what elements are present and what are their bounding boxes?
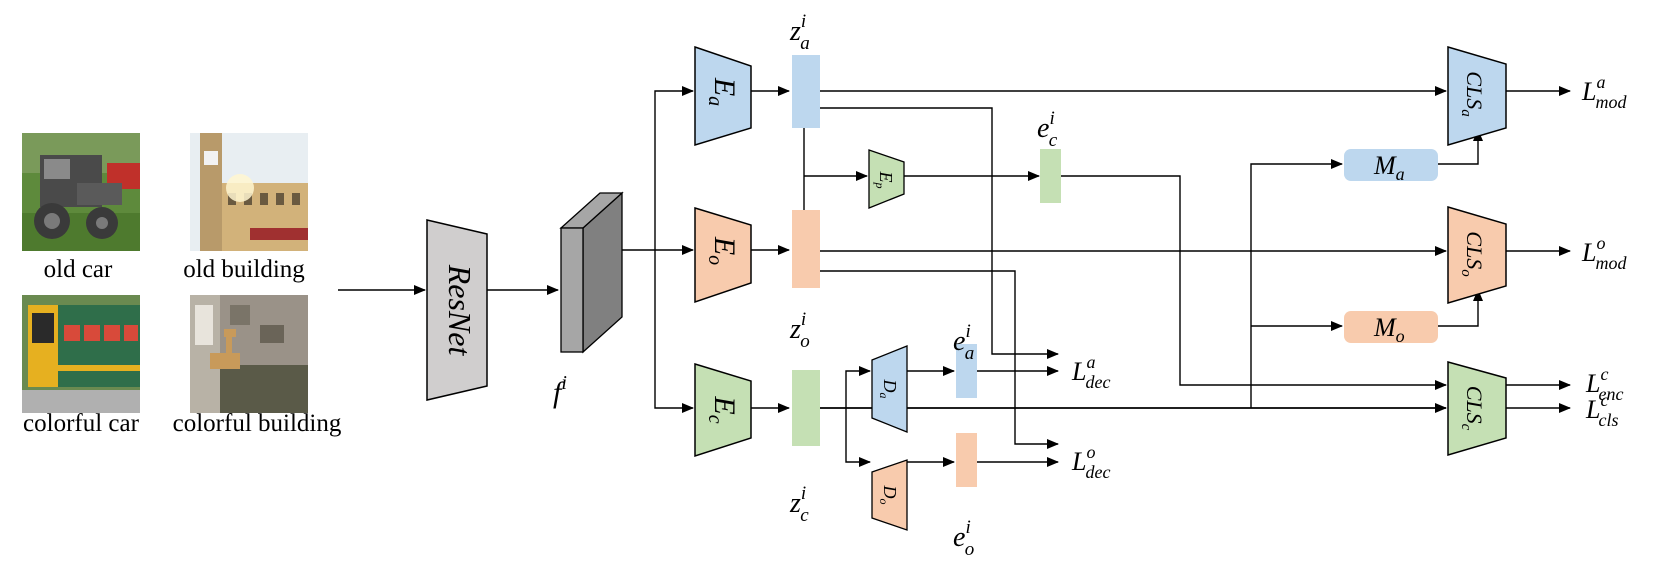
arrow-za-ldeca <box>820 107 1059 359</box>
embedding-zc <box>792 370 820 446</box>
encoder-ep <box>868 149 905 209</box>
encoder-eo <box>694 206 752 304</box>
classifier-clsa <box>1447 45 1507 147</box>
arrow-feature-ec <box>654 250 694 413</box>
arrow-zo-ldeco <box>820 270 1059 449</box>
arrow-ma-clsa <box>1438 129 1483 165</box>
decoder-da <box>871 345 908 433</box>
resnet-block <box>426 219 488 401</box>
old-building-caption: old building <box>183 256 305 283</box>
memory-mo-label: Mo <box>1373 313 1405 346</box>
encoder-ep-label: Ep <box>873 171 896 189</box>
classifier-clsc-label: CLSc <box>1458 386 1487 431</box>
resnet-label: ResNet <box>442 264 478 357</box>
memory-ma-label: Ma <box>1373 151 1405 184</box>
embedding-ec <box>1040 149 1061 203</box>
old-car-caption: old car <box>43 256 113 283</box>
encoder-ea <box>694 45 752 147</box>
arrow-ec-clsc <box>1061 175 1447 390</box>
encoder-ec-label: Ec <box>704 395 741 423</box>
encoder-ec <box>694 362 752 458</box>
embedding-ea <box>956 344 977 398</box>
arrow-zc-do <box>845 408 871 467</box>
embedding-eo <box>956 433 977 487</box>
arrow-feature-ea <box>654 86 694 250</box>
encoder-ea-label: Ea <box>704 77 741 106</box>
old-car-image <box>22 133 140 251</box>
colorful-building-image <box>190 295 308 413</box>
decoder-do-label: Do <box>877 485 900 505</box>
decoder-da-label: Da <box>877 379 900 399</box>
classifier-clsa-label: CLSa <box>1458 71 1487 116</box>
feature-label: fi <box>553 372 567 409</box>
classifier-clso <box>1447 205 1507 305</box>
colorful-building-caption: colorful building <box>172 410 342 437</box>
embedding-za <box>792 55 820 128</box>
classifier-clso-label: CLSo <box>1458 231 1487 277</box>
decoder-do <box>871 459 908 531</box>
encoder-eo-label: Eo <box>704 236 741 265</box>
colorful-car-caption: colorful car <box>23 410 139 437</box>
feature-cube-front <box>560 227 584 353</box>
arrow-zc-ma <box>1250 159 1343 408</box>
arrow-mo-clso <box>1438 289 1483 327</box>
old-building-image <box>190 133 308 251</box>
memory-mo <box>1344 311 1438 343</box>
colorful-car-image <box>22 295 140 413</box>
arrow-zc-da <box>845 366 871 408</box>
embedding-zo <box>792 210 820 288</box>
classifier-clsc <box>1447 361 1507 457</box>
memory-ma <box>1344 149 1438 181</box>
